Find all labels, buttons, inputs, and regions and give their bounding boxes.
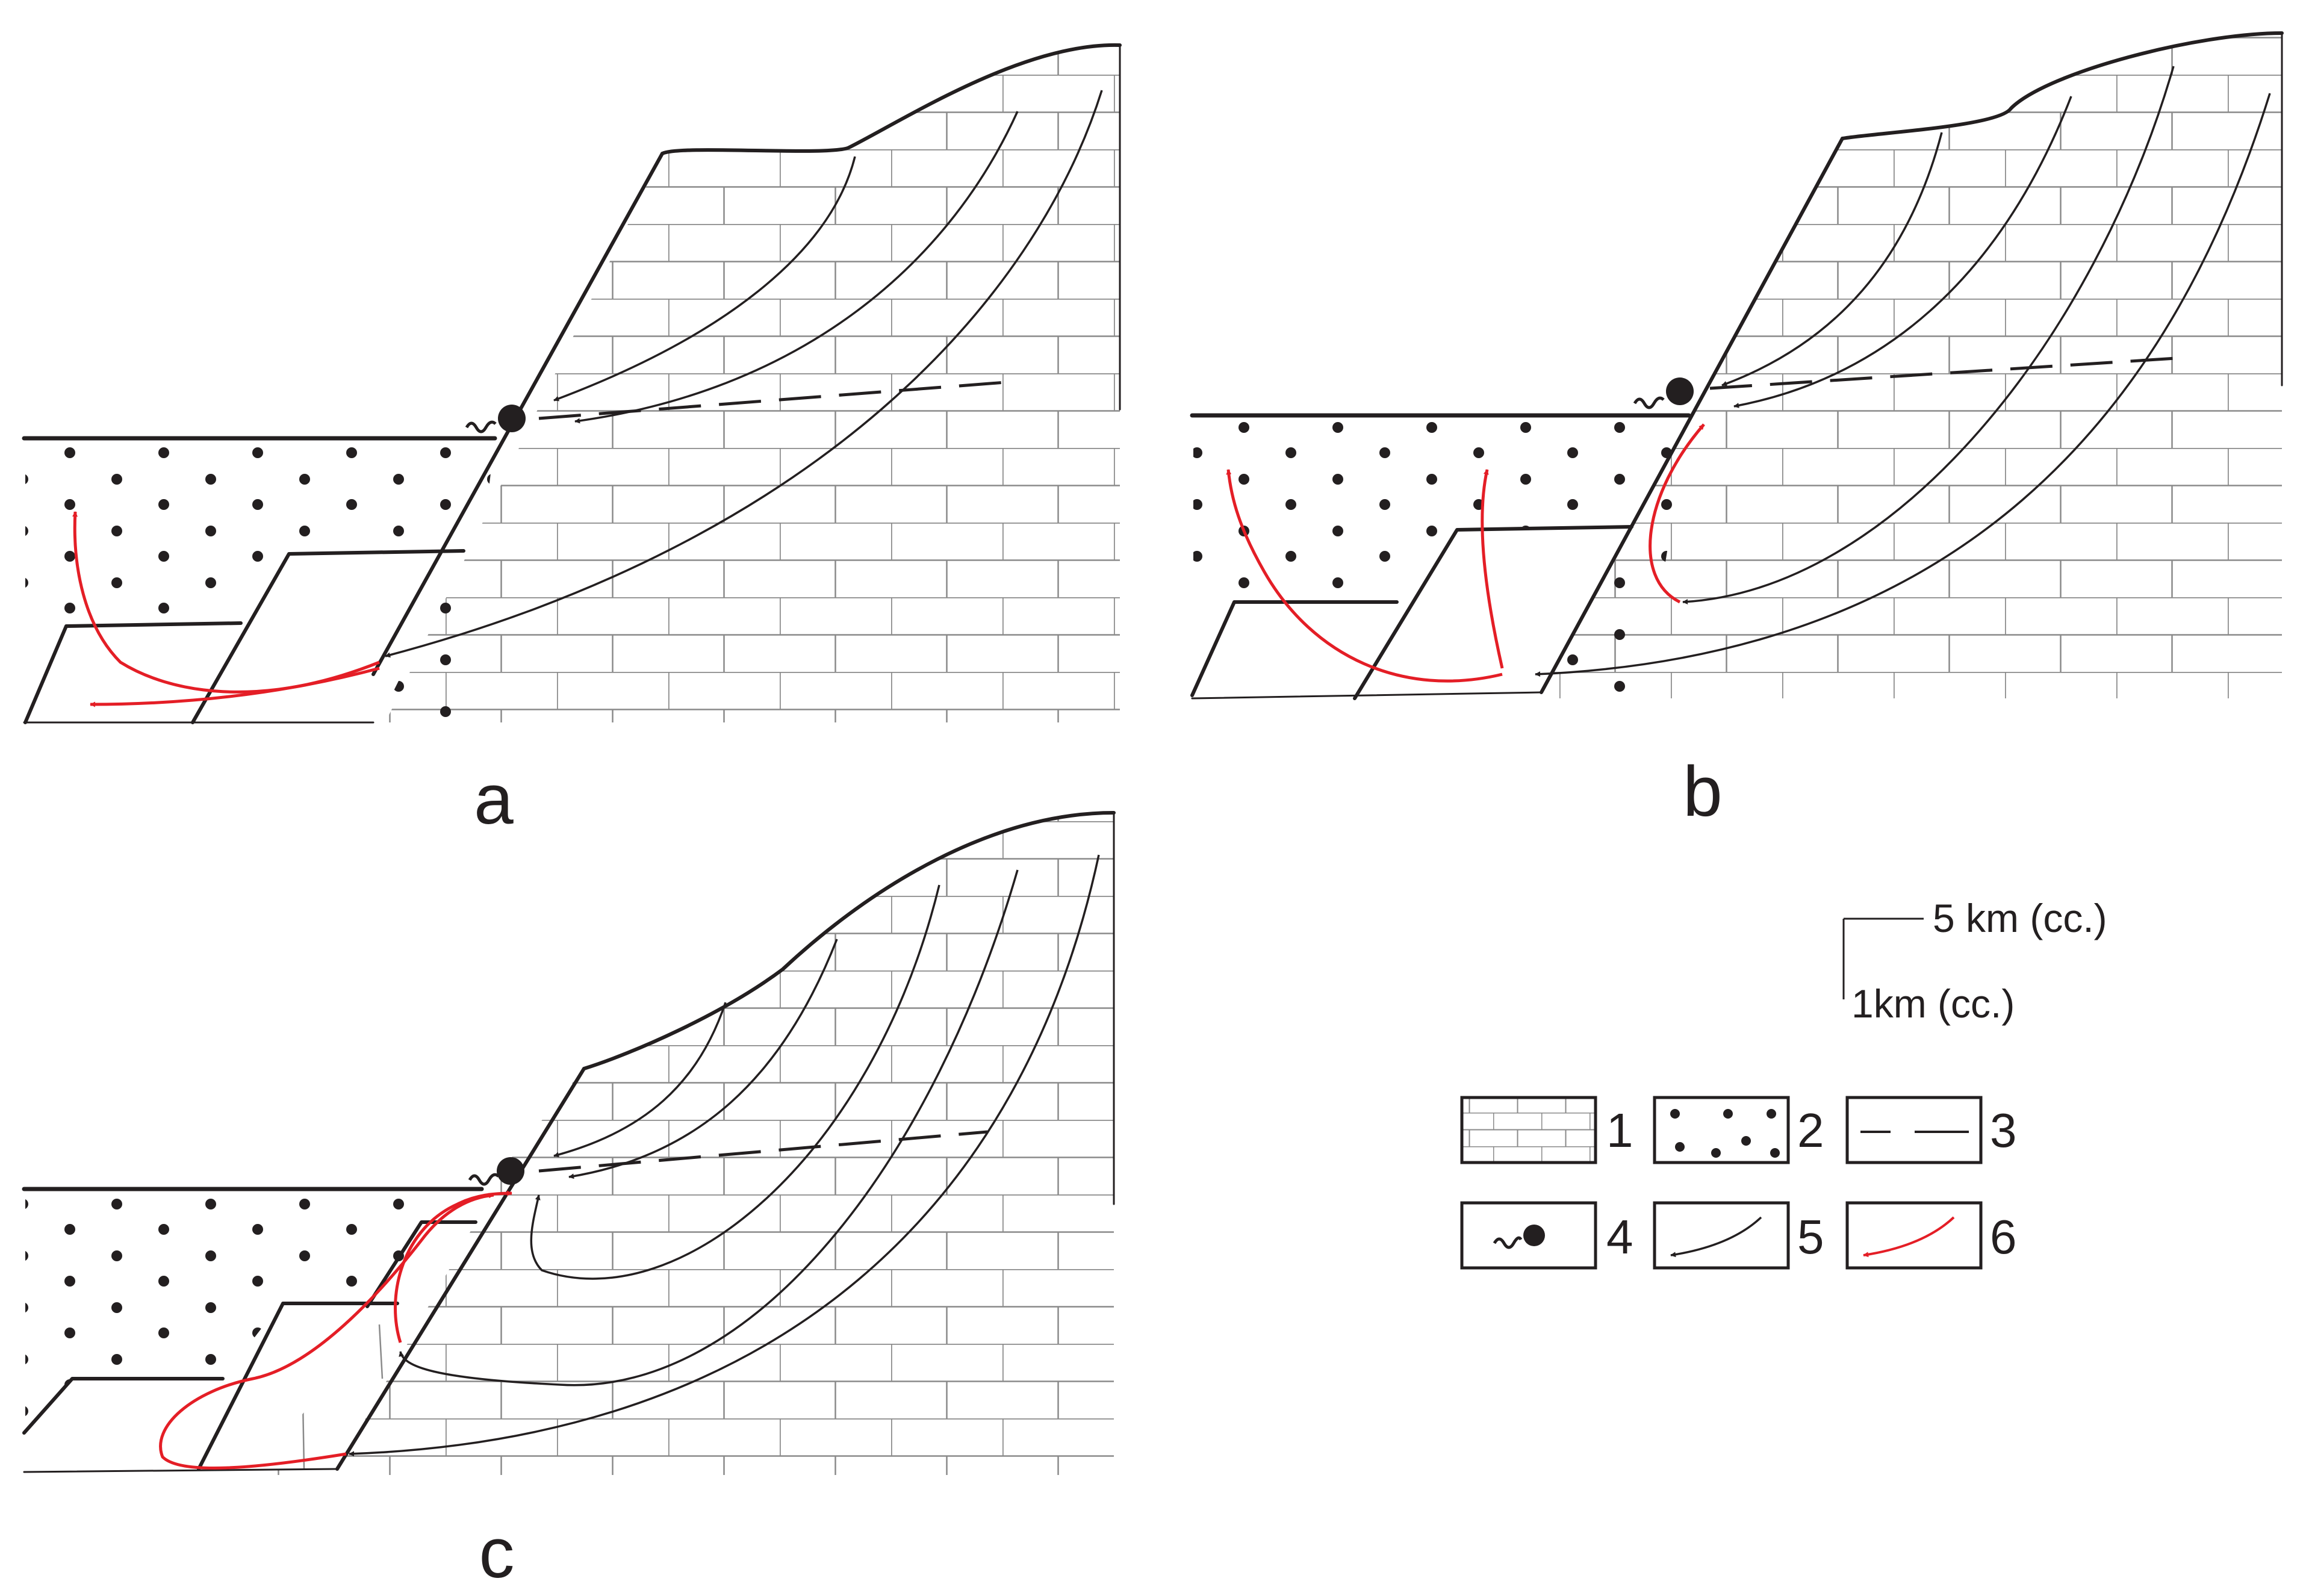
scale-bar: 5 km (cc.) 1km (cc.) (1842, 896, 2107, 1026)
legend-item-3: 3 (1845, 1096, 2017, 1164)
scale-vertical-label: 1km (cc.) (1851, 981, 2015, 1026)
buried-block-a (25, 551, 464, 722)
legend-item-6: 6 (1845, 1201, 2017, 1270)
red-flow-paths-a (72, 511, 380, 707)
legend-number-3: 3 (1990, 1104, 2017, 1157)
dashed-line-icon (1845, 1096, 1983, 1164)
water-table-b (1709, 356, 2177, 390)
red-flow-paths-c (159, 1190, 512, 1470)
legend-item-4: 4 (1460, 1201, 1633, 1270)
spring-a (465, 405, 526, 433)
panel-a: a (22, 43, 1122, 839)
legend: 1 2 3 4 5 6 (1460, 1096, 2017, 1270)
black-flow-paths-a (385, 90, 1103, 658)
limestone-bedrock-a (385, 45, 1120, 722)
legend-item-5: 5 (1653, 1201, 1824, 1270)
dotted-sediment-c (25, 1189, 482, 1433)
black-flow-paths-c (349, 854, 1100, 1457)
spring-c (468, 1157, 524, 1186)
legend-number-2: 2 (1797, 1104, 1824, 1157)
legend-number-4: 4 (1606, 1210, 1633, 1264)
panel-b: b (1190, 31, 2284, 831)
panel-label-a: a (474, 760, 514, 839)
red-flow-paths-b (1226, 423, 1705, 683)
legend-item-2: 2 (1653, 1096, 1824, 1164)
water-table-a (538, 380, 1006, 420)
buried-block-c (25, 1222, 476, 1472)
black-flow-arrow-icon (1653, 1201, 1790, 1270)
panel-label-c: c (479, 1514, 515, 1593)
black-flow-paths-b (1535, 66, 2271, 677)
panel-label-b: b (1683, 752, 1723, 831)
legend-item-1: 1 (1460, 1096, 1633, 1164)
buried-block-b (1193, 527, 1632, 698)
spring-b (1633, 377, 1694, 409)
dotted-sediment-pattern-icon (1653, 1096, 1790, 1164)
panel-c: c (22, 811, 1116, 1593)
red-flow-arrow-icon (1845, 1201, 1983, 1270)
legend-number-6: 6 (1990, 1210, 2017, 1264)
legend-number-5: 5 (1797, 1210, 1824, 1264)
panel-c-outlines (22, 811, 1116, 1473)
legend-number-1: 1 (1606, 1104, 1633, 1157)
legend-dots (1670, 1109, 1780, 1158)
water-table-c (538, 1130, 988, 1173)
limestone-brick-pattern-icon (1460, 1096, 1597, 1164)
scale-horizontal-label: 5 km (cc.) (1933, 896, 2107, 940)
panel-b-outlines (1190, 31, 2284, 700)
